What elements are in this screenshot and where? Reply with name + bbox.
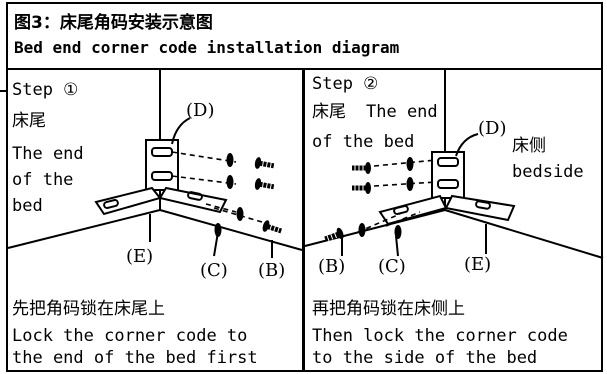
step1-part-c-label: (C)	[200, 260, 228, 281]
step2-en-inline: The end	[366, 102, 438, 122]
step1-part-e-label: (E)	[126, 246, 154, 267]
step2-side-zh: 床侧	[512, 136, 546, 156]
step1-zh-name: 床尾	[12, 111, 46, 131]
step2-part-d-label: (D)	[478, 118, 507, 139]
step2-zh-name: 床尾	[312, 102, 346, 122]
title-chinese: 图3：床尾角码安装示意图	[14, 13, 213, 33]
edge-tick	[0, 90, 8, 92]
step2-caption-en2: to the side of the bed	[312, 348, 538, 368]
step2-part-c-label: (C)	[378, 256, 406, 277]
step2-label: Step ②	[312, 74, 379, 94]
panel-step1-drawing	[7, 70, 303, 258]
step1-label: Step ①	[12, 80, 79, 100]
title-english: Bed end corner code installation diagram	[14, 38, 400, 57]
step1-caption-en2: the end of the bed first	[12, 348, 258, 368]
step1-part-d-label: (D)	[186, 100, 215, 121]
step1-en-line2: of the	[12, 170, 74, 190]
step2-side-en: bedside	[512, 162, 584, 182]
step2-en-line2: of the bed	[312, 132, 415, 152]
step1-caption-en1: Lock the corner code to	[12, 326, 248, 346]
step2-caption-zh: 再把角码锁在床侧上	[312, 299, 465, 319]
panel-step2-hardware	[357, 159, 437, 233]
panel-step2-drawing	[304, 70, 604, 259]
title-divider	[6, 68, 603, 70]
step1-part-b-label: (B)	[258, 260, 286, 281]
panel-step1-hardware	[171, 151, 263, 223]
panel-divider	[302, 70, 305, 372]
step1-en-line3: bed	[12, 196, 43, 216]
step2-caption-en1: Then lock the corner code	[312, 326, 568, 346]
step2-part-b-label: (B)	[318, 256, 346, 277]
step2-part-e-label: (E)	[464, 254, 492, 275]
step1-caption-zh: 先把角码锁在床尾上	[12, 299, 165, 319]
step1-en-line1: The end	[12, 144, 84, 164]
